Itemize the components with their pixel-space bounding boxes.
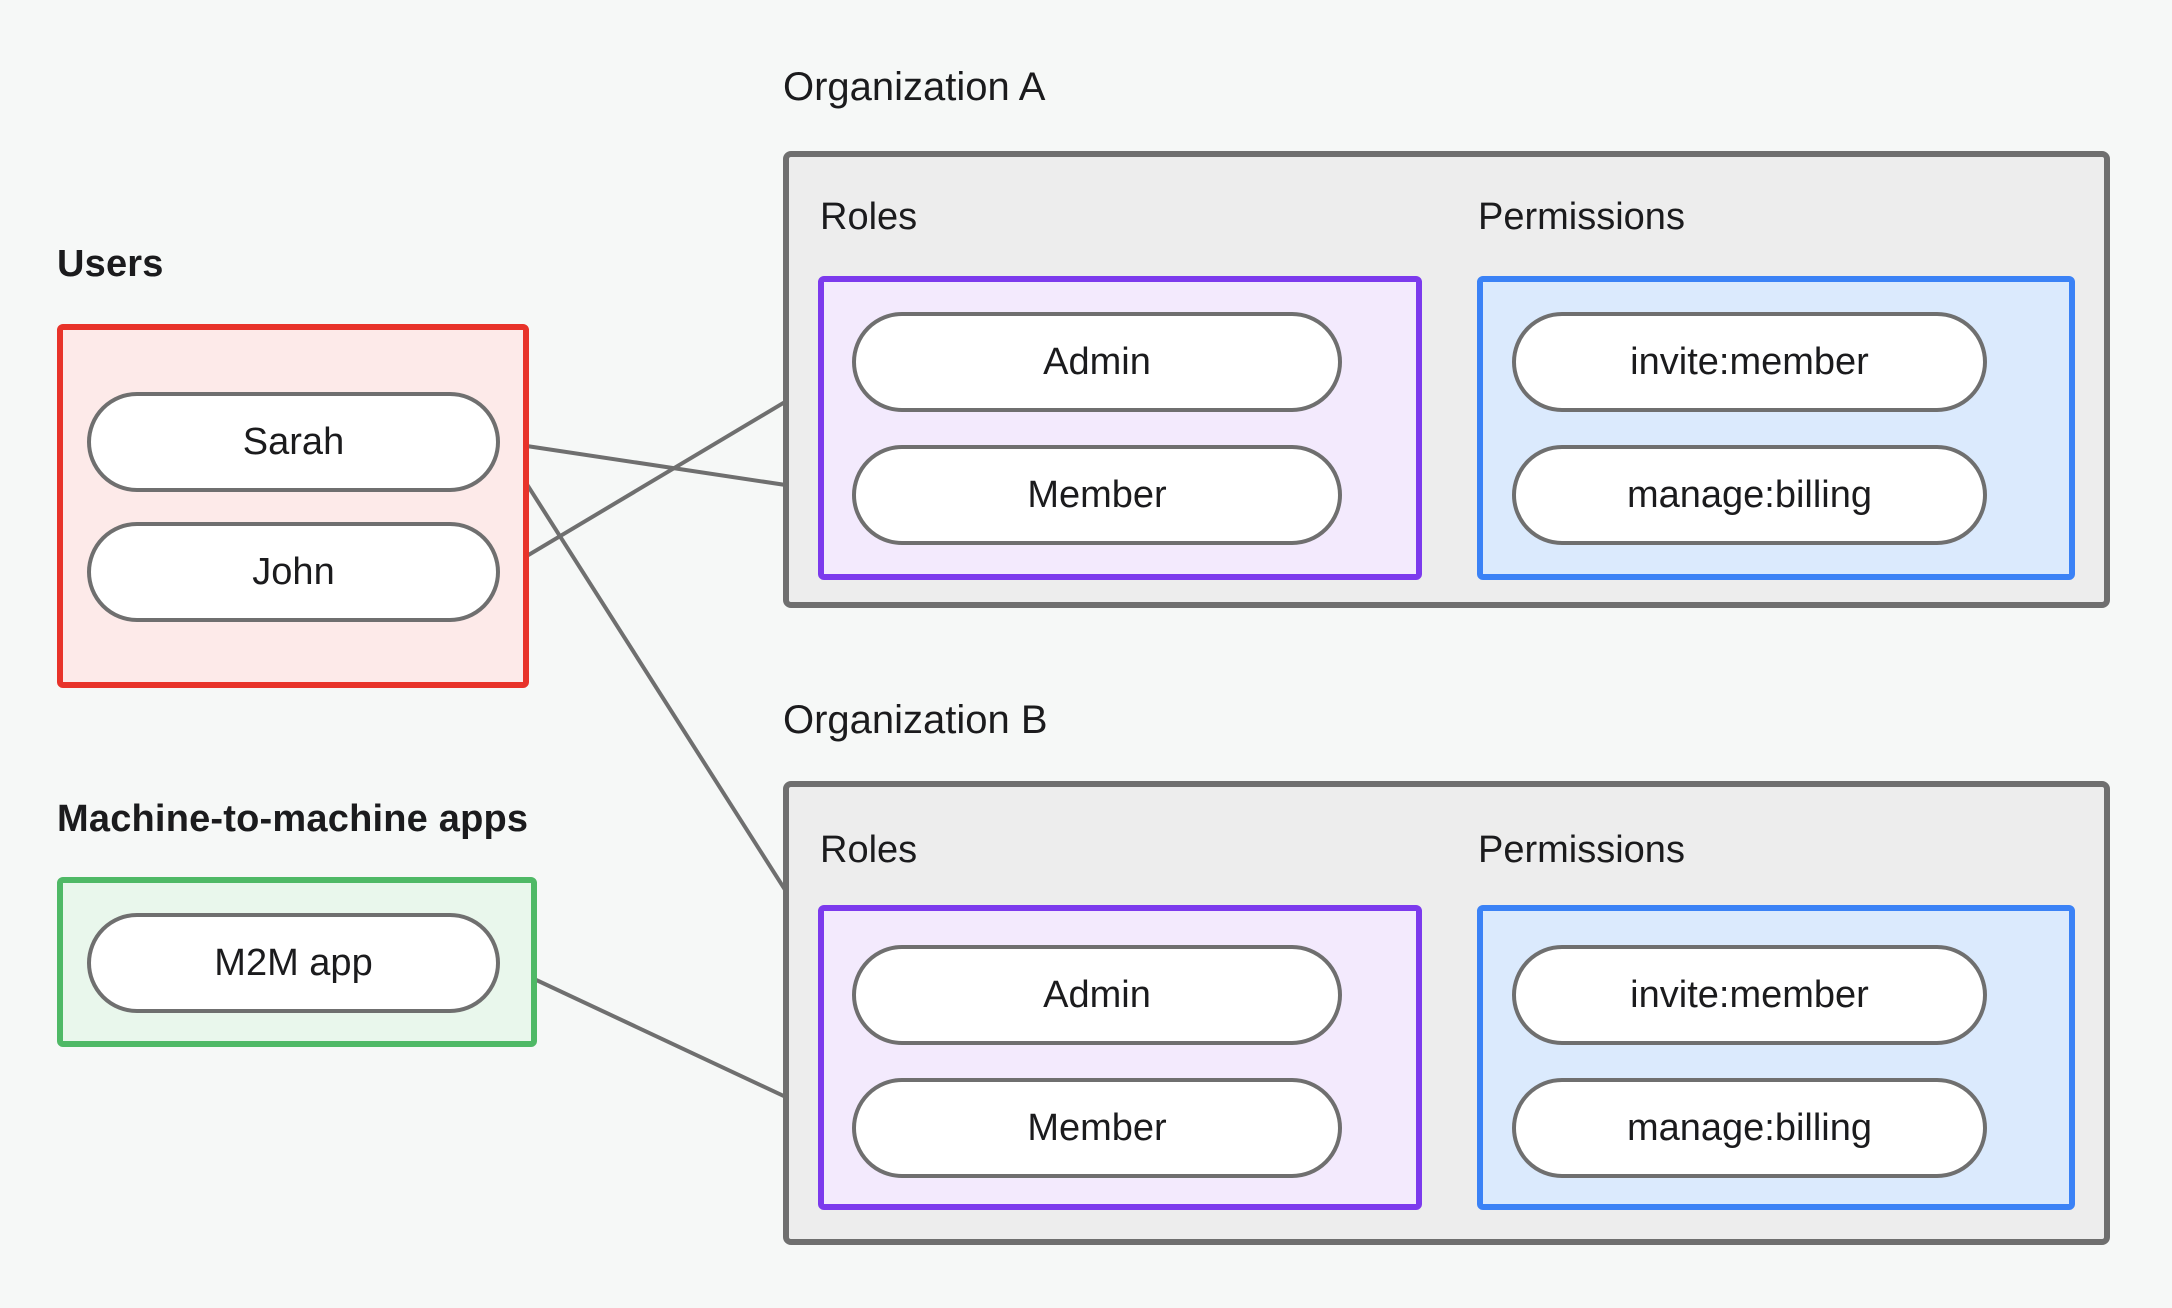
m2m-caption: Machine-to-machine apps [57,798,529,840]
users-group-box [57,324,529,688]
organization-a-role-pill-member[interactable]: Member [852,445,1342,545]
organization-a-roles-label: Roles [820,196,918,238]
organization-b-title: Organization B [783,698,1048,742]
m2m-pill-app[interactable]: M2M app [87,913,500,1013]
user-pill-sarah[interactable]: Sarah [87,392,500,492]
organization-b-role-pill-member[interactable]: Member [852,1078,1342,1178]
users-caption: Users [57,243,164,285]
organization-b-roles-label: Roles [820,829,918,871]
organization-a-permission-pill-invite-member[interactable]: invite:member [1512,312,1987,412]
organization-b-role-pill-admin[interactable]: Admin [852,945,1342,1045]
organization-a-permissions-label: Permissions [1478,196,1685,238]
organization-a-role-pill-admin[interactable]: Admin [852,312,1342,412]
organization-a-title: Organization A [783,65,1046,109]
organization-a-permission-pill-manage-billing[interactable]: manage:billing [1512,445,1987,545]
organization-b-permissions-label: Permissions [1478,829,1685,871]
organization-b-permission-pill-manage-billing[interactable]: manage:billing [1512,1078,1987,1178]
user-pill-john[interactable]: John [87,522,500,622]
organization-b-permission-pill-invite-member[interactable]: invite:member [1512,945,1987,1045]
